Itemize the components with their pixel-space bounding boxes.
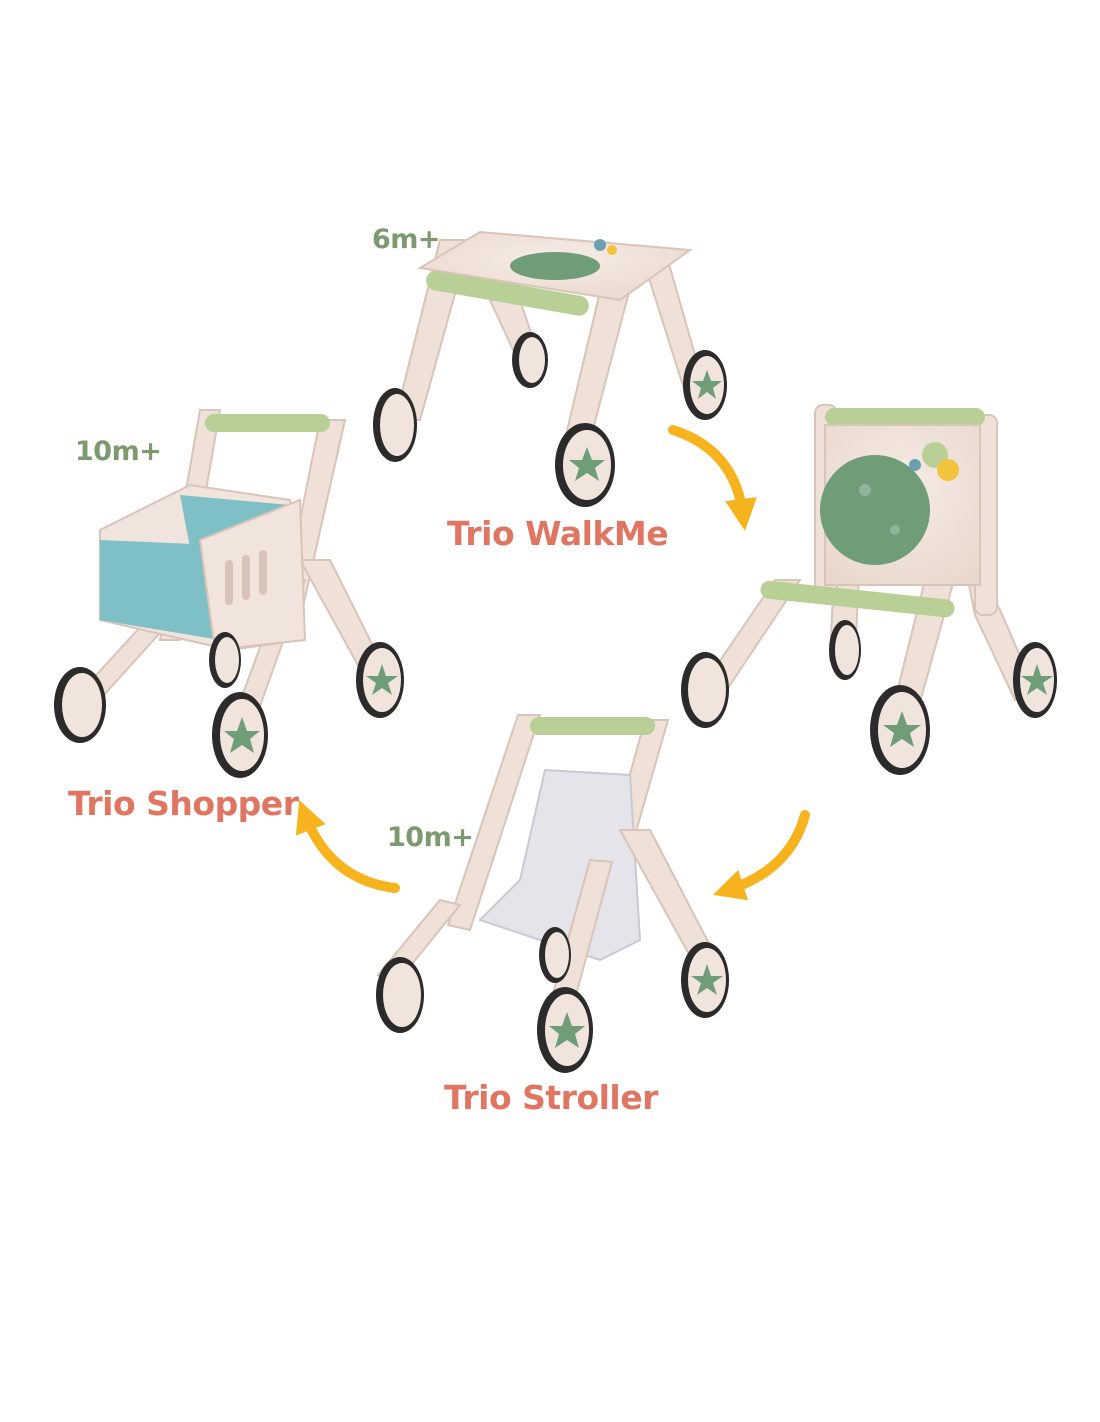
curved-arrow-icon [712,810,810,901]
walkme-walker-mode-image [681,404,1057,775]
planet-board-icon [820,455,930,565]
walkme-table-mode-image [373,230,727,507]
star-wheel-icon [373,388,417,462]
planet-board-icon [510,252,600,280]
walkme-age-label: 6m+ [372,224,441,255]
shopper-name-label: Trio Shopper [68,784,299,823]
stroller-age-label: 10m+ [387,822,474,853]
curved-arrow-icon [668,425,757,531]
shopper-mode-image [54,409,404,778]
shopper-age-label: 10m+ [75,436,162,467]
stroller-mode-image [376,714,729,1073]
walkme-name-label: Trio WalkMe [447,514,669,553]
curved-arrow-icon [295,800,400,893]
stroller-name-label: Trio Stroller [444,1078,658,1117]
